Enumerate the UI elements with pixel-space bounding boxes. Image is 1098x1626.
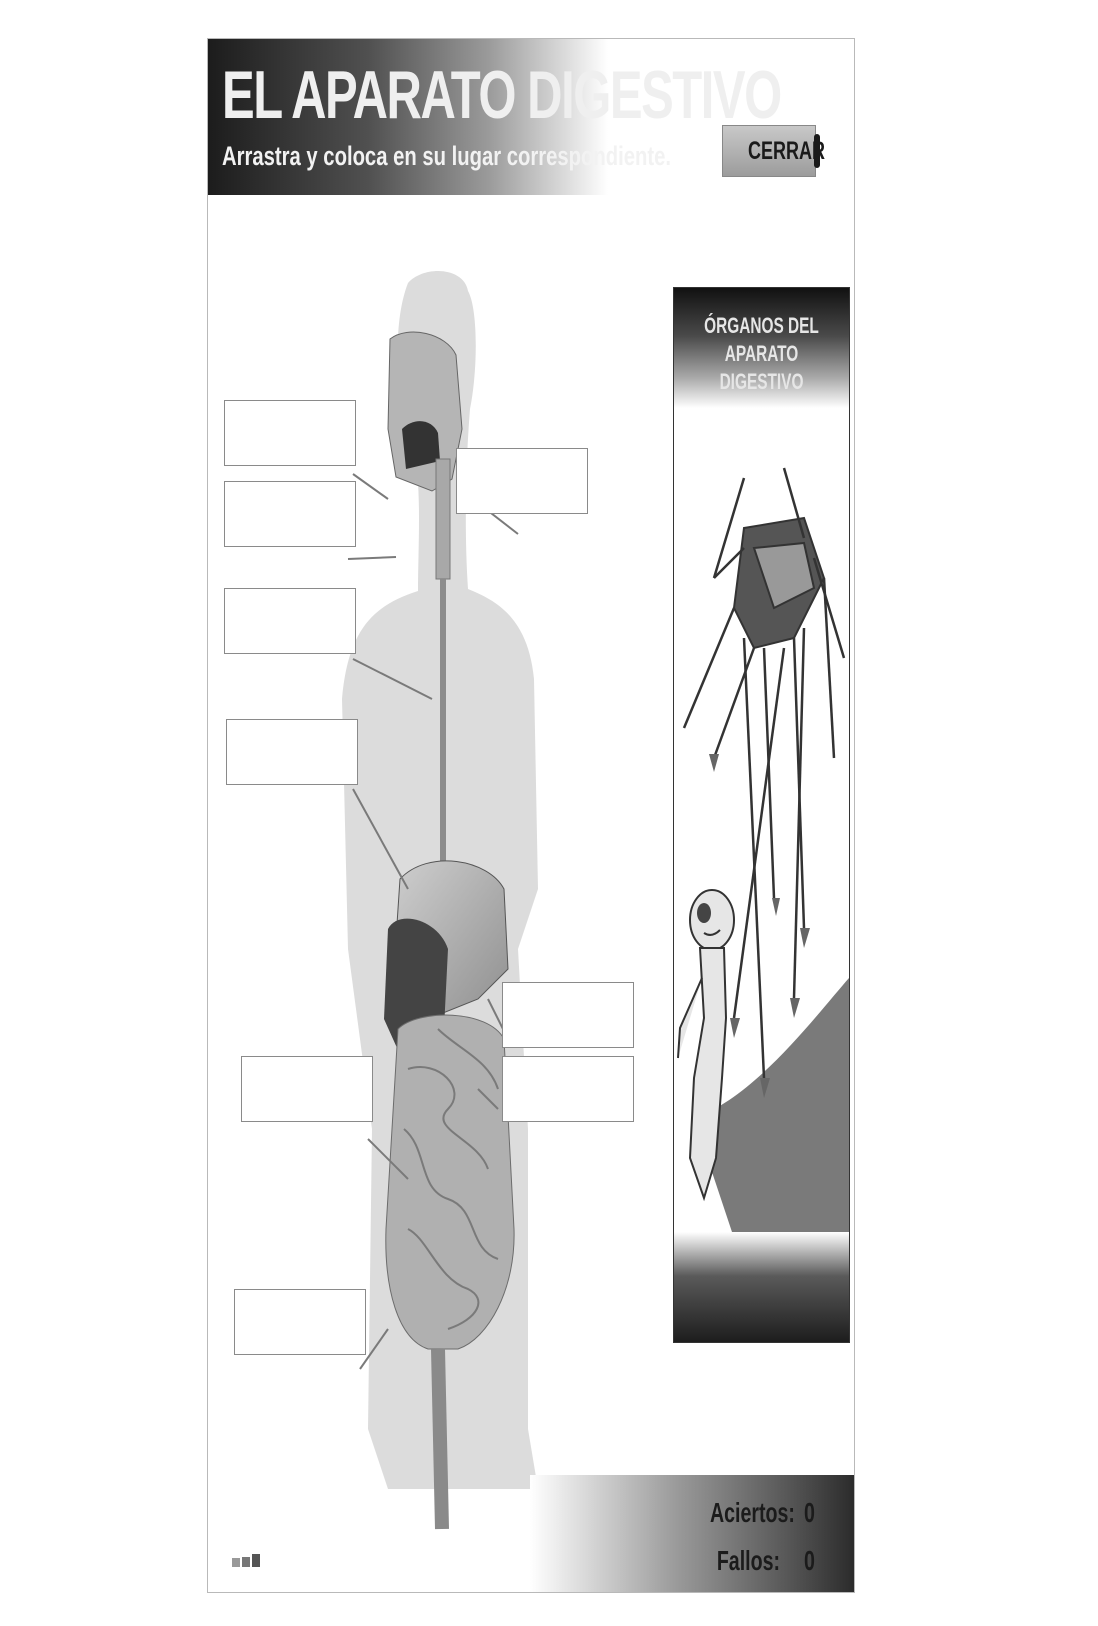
- drop-target-box[interactable]: [226, 719, 358, 785]
- drop-target-box[interactable]: [224, 400, 356, 466]
- close-button[interactable]: CERRAR: [722, 125, 816, 177]
- organs-panel: ÓRGANOS DEL APARATO DIGESTIVO: [673, 287, 850, 1343]
- organs-panel-title: ÓRGANOS DEL APARATO DIGESTIVO: [700, 312, 823, 396]
- misses-row: Fallos: 0: [680, 1545, 834, 1577]
- logo-icon: [232, 1553, 262, 1569]
- organs-panel-footer: [674, 1232, 849, 1342]
- page-title: EL APARATO DIGESTIVO: [222, 61, 781, 129]
- drop-target-box[interactable]: [224, 588, 356, 654]
- drop-target-box[interactable]: [502, 1056, 634, 1122]
- close-button-label: CERRAR: [747, 137, 824, 166]
- score-panel: Aciertos: 0 Fallos: 0: [530, 1475, 855, 1593]
- drop-target-box[interactable]: [502, 982, 634, 1048]
- instructions-text: Arrastra y coloca en su lugar correspond…: [222, 143, 671, 170]
- header-banner: EL APARATO DIGESTIVO Arrastra y coloca e…: [208, 39, 608, 195]
- misses-value: 0: [804, 1545, 825, 1577]
- organs-panel-title-line2: DIGESTIVO: [720, 369, 804, 394]
- hits-value: 0: [804, 1497, 825, 1529]
- alien-robot-illustration: [674, 458, 850, 1258]
- drop-target-box[interactable]: [456, 448, 588, 514]
- drop-target-box[interactable]: [241, 1056, 373, 1122]
- drop-target-box[interactable]: [224, 481, 356, 547]
- organs-panel-header: ÓRGANOS DEL APARATO DIGESTIVO: [674, 288, 849, 408]
- hits-row: Aciertos: 0: [680, 1497, 834, 1529]
- drop-target-box[interactable]: [234, 1289, 366, 1355]
- close-icon: [814, 134, 820, 168]
- app-window: EL APARATO DIGESTIVO Arrastra y coloca e…: [207, 38, 855, 1593]
- misses-label: Fallos:: [710, 1545, 780, 1577]
- organs-panel-title-line1: ÓRGANOS DEL APARATO: [704, 313, 819, 366]
- hits-label: Aciertos:: [710, 1497, 780, 1529]
